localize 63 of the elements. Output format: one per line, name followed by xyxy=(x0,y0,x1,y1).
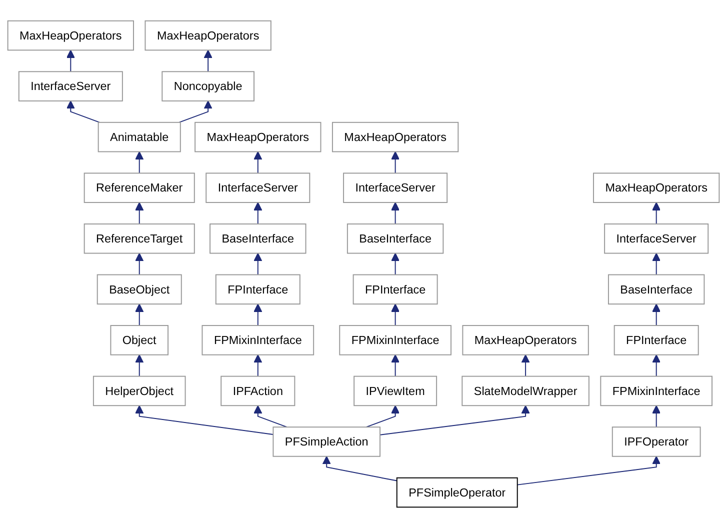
arrow xyxy=(322,456,398,482)
arrow xyxy=(254,405,288,428)
arrow xyxy=(652,202,661,224)
node-box: FPMixinInterface xyxy=(339,325,452,356)
node-box: ReferenceTarget xyxy=(84,223,195,254)
node-box: InterfaceServer xyxy=(206,172,310,203)
node-box: IPFOperator xyxy=(612,426,701,457)
node-box: MaxHeapOperators xyxy=(593,172,720,203)
arrow xyxy=(135,354,144,377)
node-box: IPFAction xyxy=(220,376,296,406)
arrow xyxy=(254,252,262,276)
arrow xyxy=(254,202,262,224)
arrow xyxy=(380,405,530,436)
arrow xyxy=(254,304,262,326)
arrow xyxy=(516,456,661,486)
node-box: PFSimpleAction xyxy=(272,426,380,457)
node-box: InterfaceServer xyxy=(343,172,448,203)
node-box: BaseInterface xyxy=(210,223,306,254)
arrow xyxy=(391,151,400,174)
node-box: MaxHeapOperators xyxy=(462,325,589,356)
node-box: MaxHeapOperators xyxy=(194,122,322,152)
arrow xyxy=(652,354,661,377)
arrow xyxy=(652,304,661,326)
arrow xyxy=(652,252,661,276)
node-box: Animatable xyxy=(98,122,181,152)
node-box: MaxHeapOperators xyxy=(7,20,134,51)
arrow xyxy=(254,151,262,174)
arrow xyxy=(391,304,400,326)
arrow xyxy=(204,50,212,72)
arrow xyxy=(66,100,100,123)
arrow xyxy=(391,252,400,276)
arrow xyxy=(178,100,212,123)
arrow xyxy=(135,252,144,276)
node-box: InterfaceServer xyxy=(18,71,123,102)
node-box: MaxHeapOperators xyxy=(332,122,459,152)
arrow xyxy=(135,151,144,174)
node-box: BaseInterface xyxy=(346,223,444,254)
arrow xyxy=(652,405,661,428)
node-box: FPInterface xyxy=(352,274,438,305)
arrow xyxy=(135,202,144,224)
node-box: FPInterface xyxy=(215,274,300,305)
arrow xyxy=(135,405,274,435)
node-box: FPMixinInterface xyxy=(202,325,314,356)
node-box: Object xyxy=(110,325,168,356)
node-box: ReferenceMaker xyxy=(84,172,195,203)
arrow xyxy=(391,202,400,224)
node-box: SlateModelWrapper xyxy=(462,376,590,406)
node-box: PFSimpleOperator xyxy=(396,477,518,508)
arrow xyxy=(254,354,262,377)
arrow xyxy=(66,50,75,72)
node-box: HelperObject xyxy=(92,376,186,406)
arrow xyxy=(366,405,400,428)
node-box: MaxHeapOperators xyxy=(144,20,272,51)
node-box: FPMixinInterface xyxy=(600,376,712,406)
node-box: BaseObject xyxy=(96,274,182,305)
arrow xyxy=(521,354,530,377)
arrow xyxy=(391,354,400,377)
node-box: FPInterface xyxy=(614,325,699,356)
arrow xyxy=(135,304,144,326)
node-box: InterfaceServer xyxy=(604,223,709,254)
node-box: BaseInterface xyxy=(608,274,705,305)
node-box: Noncopyable xyxy=(162,71,254,102)
node-box: IPViewItem xyxy=(354,376,438,406)
